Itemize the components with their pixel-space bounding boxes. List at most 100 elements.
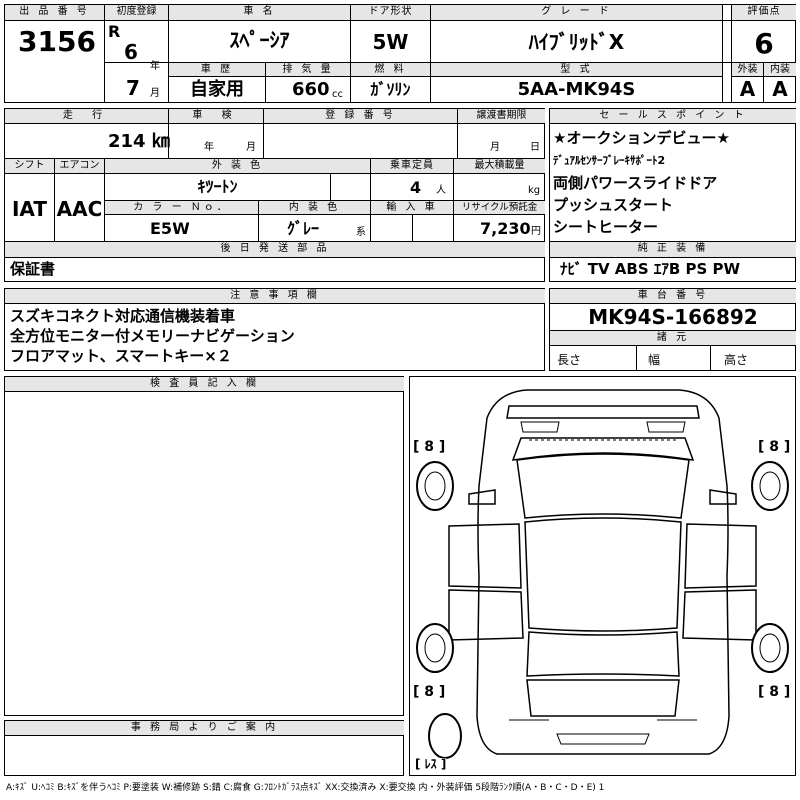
sales-points-header: セ ー ル ス ポ イ ン ト (550, 109, 796, 123)
damage-legend: A:ｷｽﾞ U:ﾍｺﾐ B:ｷｽﾞを伴うﾍｺﾐ P:要塗装 W:補修跡 S:錆 … (6, 783, 605, 793)
chassis-header: 車 台 番 号 (550, 289, 796, 303)
height-label: 高さ (724, 353, 749, 367)
sales-point-5: シートヒーター (553, 218, 659, 236)
displacement-unit: cc (332, 89, 343, 100)
right-side (684, 523, 757, 589)
interior-color: ｸﾞﾚｰ (287, 219, 320, 238)
exterior-grade: A (739, 77, 756, 101)
shift-header: シフト (5, 159, 54, 173)
grade-header: グ レ ー ド (431, 5, 722, 20)
header-block (4, 4, 796, 103)
model-code-header: 型 式 (431, 63, 722, 76)
note-line-1: スズキコネクト対応通信機装着車 (10, 307, 236, 325)
score-header: 評価点 (732, 5, 796, 20)
displacement: 660 (292, 79, 330, 100)
tire-rear-right-tread: [ 8 ] (758, 684, 791, 700)
rear-right-tire (751, 623, 789, 673)
fuel-header: 燃 料 (351, 63, 430, 76)
car-diagram (416, 389, 789, 759)
color-number: E5W (150, 219, 190, 238)
shift: IAT (11, 197, 47, 221)
car-history: 自家用 (190, 79, 244, 100)
year-unit: 年 (150, 61, 160, 72)
inspection-month-unit: 月 (246, 142, 256, 153)
interior-grade: A (772, 77, 788, 101)
color-number-header: カ ラ ー Ｎｏ． (105, 201, 258, 214)
inspector-header: 検 査 員 記 入 欄 (5, 377, 404, 391)
front-right-tire (751, 461, 789, 511)
lot-number: 3156 (18, 25, 96, 58)
registration-year: 6 (124, 40, 138, 64)
tire-front-left-tread: [ 8 ] (413, 439, 446, 455)
history-header: 車 歴 (169, 63, 265, 76)
capacity-header: 乗車定員 (371, 159, 453, 173)
recycle-unit: 円 (531, 226, 541, 237)
notes-block (4, 288, 545, 371)
body-outline (476, 389, 730, 755)
capacity-unit: 人 (436, 185, 446, 196)
equipment-header: 純 正 装 備 (550, 242, 796, 257)
rear-left-tire (416, 623, 454, 673)
import-header: 輸 入 車 (371, 201, 453, 214)
office-header: 事 務 局 よ り ご 案 内 (5, 721, 404, 735)
later-parts: 保証書 (10, 260, 56, 278)
recycle-header: リサイクル預託金 (454, 201, 545, 214)
width-label: 幅 (648, 353, 661, 367)
transfer-month-unit: 月 (490, 142, 500, 153)
car-name: ｽﾍﾟｰｼｱ (229, 28, 290, 52)
score: 6 (754, 27, 774, 60)
sales-points-block (549, 108, 796, 282)
roof (524, 517, 682, 632)
note-line-3: フロアマット、スマートキー×２ (10, 347, 232, 365)
model-code: 5AA-MK94S (517, 79, 636, 100)
interior-header: 内装 (764, 63, 796, 76)
grade: ﾊｲﾌﾞﾘｯﾄﾞX (528, 30, 625, 54)
registration-number-header: 登 録 番 号 (264, 109, 457, 123)
sales-point-1: ★オークションデビュー★ (553, 129, 730, 147)
tire-rear-left-tread: [ 8 ] (413, 684, 446, 700)
sales-point-4: プッシュスタート (553, 196, 674, 214)
chassis-number: MK94S-166892 (588, 305, 758, 329)
spec-header: 諸 元 (550, 331, 796, 345)
sales-point-2: ﾃﾞｭｱﾙｾﾝｻｰﾌﾞﾚｰｷｻﾎﾟｰﾄ2 (553, 154, 666, 167)
equipment: ﾅﾋﾞ TV ABS ｴｱB PS PW (560, 260, 741, 278)
exterior-color-header: 外 装 色 (105, 159, 370, 173)
month-unit: 月 (150, 88, 160, 99)
notes-header: 注 意 事 項 欄 (5, 289, 545, 303)
inspection-header: 車 検 (169, 109, 263, 123)
length-label: 長さ (557, 353, 582, 367)
front-left-tire (416, 461, 454, 511)
door-type: 5W (372, 30, 409, 54)
era-letter: R (108, 22, 121, 41)
lot-number-header: 出 品 番 号 (5, 5, 104, 20)
fuel: ｶﾞｿﾘﾝ (370, 80, 411, 99)
note-line-2: 全方位モニター付メモリーナビゲーション (10, 327, 295, 345)
transfer-day-unit: 日 (530, 142, 540, 153)
load-unit: kg (528, 185, 541, 196)
inspection-year-unit: 年 (204, 142, 214, 153)
chassis-block (549, 288, 796, 371)
capacity: 4 (410, 178, 422, 197)
mileage-header: 走 行 (5, 109, 168, 123)
first-registration-header: 初度登録 (105, 5, 168, 20)
aircon-header: エアコン (55, 159, 104, 173)
spare-tire (428, 713, 462, 759)
registration-month: 7 (126, 76, 140, 100)
exterior-header: 外装 (732, 63, 763, 76)
interior-color-unit: 系 (356, 227, 366, 238)
sales-point-3: 両側パワースライドドア (553, 174, 718, 192)
recycle-fee: 7,230 (480, 219, 531, 238)
displacement-header: 排 気 量 (266, 63, 350, 76)
aircon: AAC (56, 197, 103, 221)
tire-front-right-tread: [ 8 ] (758, 439, 791, 455)
car-diagram-frame (409, 376, 796, 776)
inspector-notes-block (4, 376, 404, 716)
later-parts-header: 後 日 発 送 部 品 (5, 242, 545, 257)
transfer-deadline-header: 譲渡書期限 (458, 109, 545, 123)
mileage: 214 ㎞ (108, 131, 170, 152)
exterior-color: ｷﾂｰﾄﾝ (197, 177, 238, 196)
interior-color-header: 内 装 色 (259, 201, 370, 214)
left-side (448, 523, 522, 589)
vehicle-info-block (4, 108, 545, 282)
spare-tire-status: [ ﾚｽ ] (415, 757, 447, 771)
